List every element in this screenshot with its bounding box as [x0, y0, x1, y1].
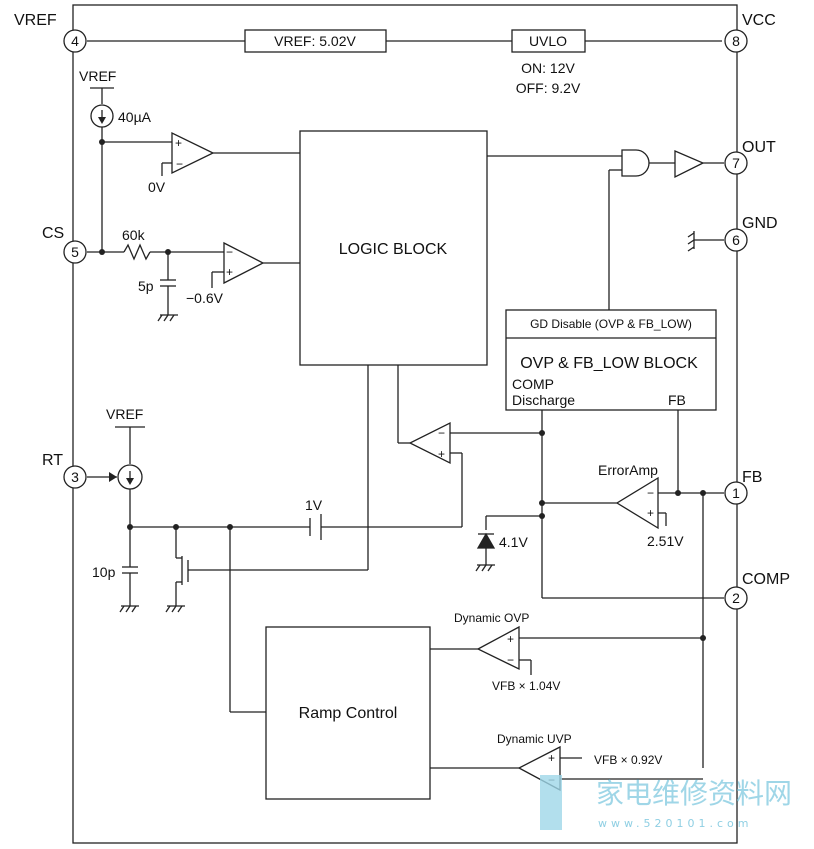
pin-1-fb	[724, 481, 748, 505]
vfb092-label: VFB × 0.92V	[594, 753, 662, 767]
error-amp	[615, 476, 659, 530]
pin-5-cs	[63, 240, 87, 264]
pin-4-vref	[63, 29, 87, 53]
vfb104-label: VFB × 1.04V	[492, 679, 560, 693]
pin-2-comp	[724, 586, 748, 610]
pin-label-gnd: GND	[742, 215, 778, 232]
comparator-cs	[223, 241, 265, 285]
svg-text:+: +	[647, 506, 654, 520]
and-gate	[621, 149, 650, 177]
c5p-label: 5p	[138, 278, 154, 294]
ramp-control-label: Ramp Control	[299, 705, 398, 722]
pin-3-rt	[63, 465, 87, 489]
ovp-block-label: OVP & FB_LOW BLOCK	[520, 355, 698, 372]
gd-disable-label: GD Disable (OVP & FB_LOW)	[530, 317, 692, 331]
svg-text:−: −	[438, 426, 445, 440]
dynamic-ovp-label: Dynamic OVP	[454, 611, 529, 625]
v41-label: 4.1V	[499, 534, 528, 550]
svg-text:+: +	[175, 136, 182, 150]
pin-num-cs: 5	[71, 244, 79, 260]
pin-label-vref: VREF	[14, 12, 57, 29]
resistor-60k	[123, 243, 151, 261]
output-buffer	[674, 150, 705, 179]
ovp-discharge-label: Discharge	[512, 392, 575, 408]
v251-label: 2.51V	[647, 533, 684, 549]
pin-label-fb: FB	[742, 469, 762, 486]
dynamic-ovp-comparator	[476, 625, 520, 671]
vref-top-label: VREF	[79, 68, 116, 84]
watermark-logo-icon	[540, 775, 562, 830]
ovp-fb-label: FB	[668, 392, 686, 408]
svg-text:+: +	[507, 632, 514, 646]
c10p-label: 10p	[92, 564, 116, 580]
pin-num-vref: 4	[71, 33, 79, 49]
current-40ua-label: 40µA	[118, 109, 152, 125]
ovp-fb-low-block	[505, 309, 717, 411]
uvlo-on-label: ON: 12V	[521, 60, 575, 76]
svg-text:−: −	[176, 157, 183, 171]
watermark: 家电维修资料网 www.520101.com	[540, 775, 792, 830]
error-amp-label: ErrorAmp	[598, 462, 658, 478]
logic-block-label: LOGIC BLOCK	[339, 241, 448, 258]
svg-text:−: −	[226, 245, 233, 259]
r60k-label: 60k	[122, 227, 146, 243]
pin-label-cs: CS	[42, 225, 64, 242]
uvlo-box	[511, 29, 586, 53]
svg-text:+: +	[548, 751, 555, 765]
vref-rt-label: VREF	[106, 406, 143, 422]
pin-num-fb: 1	[732, 485, 740, 501]
comparator-0v	[171, 131, 215, 175]
pin-label-comp: COMP	[742, 571, 790, 588]
vref-regulator-box	[244, 29, 387, 53]
pin-6-gnd	[724, 228, 748, 252]
v1-label: 1V	[305, 497, 323, 513]
dynamic-uvp-comparator	[517, 745, 561, 792]
ramp-control-block	[265, 626, 431, 800]
pin-8-vcc	[724, 29, 748, 53]
v0-label: 0V	[148, 179, 166, 195]
uvlo-label: UVLO	[529, 33, 567, 49]
pin-num-comp: 2	[732, 590, 740, 606]
pin-label-vcc: VCC	[742, 12, 776, 29]
pin-label-out: OUT	[742, 139, 776, 156]
logic-block	[299, 130, 488, 366]
pin-num-out: 7	[732, 155, 740, 171]
pin-label-rt: RT	[42, 452, 63, 469]
comparator-ramp	[408, 421, 451, 465]
ovp-comp-label: COMP	[512, 376, 554, 392]
uvlo-off-label: OFF: 9.2V	[516, 80, 581, 96]
pin-num-rt: 3	[71, 469, 79, 485]
dynamic-uvp-label: Dynamic UVP	[497, 732, 572, 746]
svg-text:+: +	[438, 447, 445, 461]
vref-regulator-label: VREF: 5.02V	[274, 33, 356, 49]
svg-text:−: −	[647, 486, 654, 500]
ic-outline	[72, 4, 738, 844]
vneg06-label: −0.6V	[186, 290, 224, 306]
zener-diode-4v1	[476, 532, 496, 549]
svg-text:+: +	[226, 265, 233, 279]
pin-num-vcc: 8	[732, 33, 740, 49]
watermark-cn: 家电维修资料网	[596, 777, 792, 810]
watermark-url: www.520101.com	[598, 817, 752, 830]
pin-num-gnd: 6	[732, 232, 740, 248]
svg-text:−: −	[507, 653, 514, 667]
pin-7-out	[724, 151, 748, 175]
